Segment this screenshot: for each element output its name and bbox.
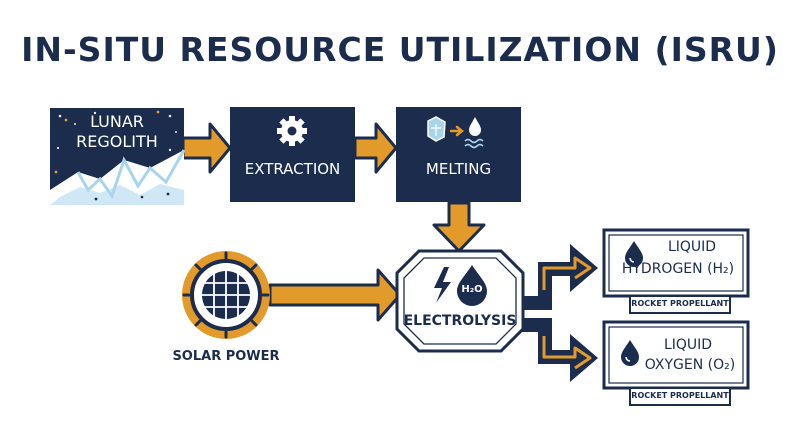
rock-dots (94, 192, 170, 201)
electrolysis-label: ELECTROLYSIS (403, 313, 517, 329)
arrow-electrolysis-to-hydrogen (522, 244, 598, 310)
gear-icon (277, 116, 307, 146)
oxygen-propellant-tag: ROCKET PROPELLANT (631, 391, 729, 400)
hydrogen-drop-icon (625, 241, 643, 267)
solar-panel-icon (182, 251, 270, 339)
arrow-extraction-to-melting (353, 122, 398, 174)
solar-power-label: SOLAR POWER (172, 349, 280, 364)
melting-label: MELTING (425, 160, 492, 178)
regolith-label-line1: LUNAR (90, 112, 144, 131)
node-electrolysis (395, 249, 525, 353)
ice-to-water-icon (427, 116, 484, 149)
oxygen-drop-icon (621, 340, 639, 366)
regolith-label-line2: REGOLITH (76, 132, 158, 151)
diagram-title: IN-SITU RESOURCE UTILIZATION (ISRU) (21, 30, 779, 69)
lightning-icon (434, 267, 451, 303)
extraction-label: EXTRACTION (244, 160, 341, 178)
node-lunar-regolith (50, 108, 186, 205)
hydrogen-label-line1: LIQUID (667, 239, 717, 255)
hydrogen-propellant-tag: ROCKET PROPELLANT (631, 299, 729, 308)
arrow-electrolysis-to-oxygen (522, 318, 598, 382)
arrow-melting-to-electrolysis (432, 201, 486, 253)
hydrogen-label-line2: HYDROGEN (H₂) (621, 261, 735, 277)
oxygen-label-line2: OXYGEN (O₂) (644, 357, 736, 373)
water-drop-icon (457, 265, 487, 306)
oxygen-label-line1: LIQUID (663, 337, 713, 353)
node-melting-box (396, 107, 521, 202)
arrow-solar-to-electrolysis (268, 268, 402, 322)
arrow-regolith-to-extraction (181, 122, 232, 174)
electrolysis-water-badge: H₂O (461, 284, 483, 295)
